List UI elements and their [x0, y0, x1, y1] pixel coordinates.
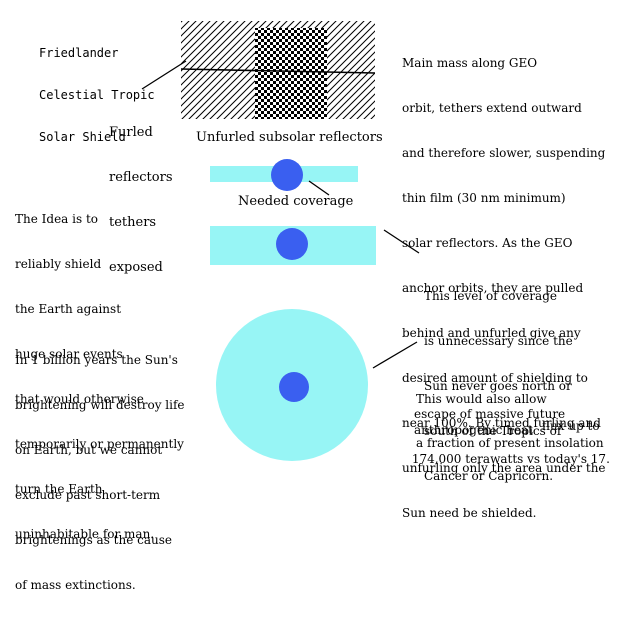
- diagram-artwork: [141, 21, 420, 461]
- billion-years-line: brightenings as the cause: [15, 533, 172, 547]
- coverage-unnecessary-line: Cancer or Capricorn.: [424, 469, 554, 483]
- heat-escape-line-2: escape of massive future: [414, 407, 566, 421]
- heat-escape-line-5: 174,000 terawatts vs today's 17.: [408, 452, 610, 466]
- idea-line: reliably shield: [15, 257, 102, 271]
- coverage-unnecessary-line: south of the Tropics of: [424, 424, 562, 438]
- furled-label-line: tethers: [109, 215, 157, 230]
- description-line: orbit, tethers extend outward: [402, 101, 582, 115]
- description-line: and therefore slower, suspending: [402, 146, 606, 160]
- furled-label-line: exposed: [109, 260, 163, 275]
- description-line: behind and unfurled give any: [402, 326, 581, 340]
- idea-line: the Earth against: [15, 302, 122, 316]
- title-line: Celestial Tropic: [39, 88, 155, 102]
- full-coverage-pointer: [372, 341, 418, 369]
- description-line: anchor orbits, they are pulled: [402, 281, 584, 295]
- tropics-coverage-pointer: [383, 229, 420, 254]
- description-line: thin film (30 nm minimum): [402, 191, 566, 205]
- billion-years-line: brightening will destroy life: [15, 398, 185, 412]
- title-line: Solar Shield: [39, 130, 126, 144]
- needed-coverage-pointer: [308, 180, 330, 196]
- diagram-title: Friedlander Celestial Tropic Solar Shiel…: [39, 18, 155, 172]
- earth-small-3: [279, 372, 309, 402]
- coverage-unnecessary-text: This level of coverage is unnecessary si…: [424, 259, 573, 514]
- description-line: unfurling only the area under the: [402, 461, 606, 475]
- description-line: solar reflectors. As the GEO: [402, 236, 573, 250]
- geo-orbit-line: [180, 68, 376, 74]
- idea-line: that would otherwise: [15, 392, 144, 406]
- unfurled-label: Unfurled subsolar reflectors: [196, 130, 383, 145]
- coverage-unnecessary-line: This level of coverage: [424, 289, 557, 303]
- needed-coverage-label: Needed coverage: [238, 194, 354, 209]
- heat-escape-line-4: a fraction of present insolation: [416, 436, 604, 450]
- earth-small-1: [271, 159, 303, 191]
- heat-escape-line-1: This would also allow: [416, 392, 547, 406]
- description-line: near 100%. By timed furling and: [402, 416, 601, 430]
- furled-label: Furled reflectors tethers exposed: [109, 95, 173, 305]
- earth-small-2: [276, 228, 308, 260]
- billion-years-line: In 1 billion years the Sun's: [15, 353, 178, 367]
- diagram-stage: Friedlander Celestial Tropic Solar Shiel…: [15, 18, 610, 592]
- billion-years-line: on Earth, but we cannot: [15, 443, 163, 457]
- title-line: Friedlander: [39, 46, 119, 60]
- furled-label-line: reflectors: [109, 170, 173, 185]
- billion-years-line: exclude past short-term: [15, 488, 161, 502]
- furled-label-line: Furled: [109, 125, 153, 140]
- description-line: Main mass along GEO: [402, 56, 538, 70]
- furled-pointer-line: [141, 60, 187, 90]
- coverage-unnecessary-line: Sun never goes north or: [424, 379, 572, 393]
- coverage-unnecessary-line: is unnecessary since the: [424, 334, 573, 348]
- heat-escape-line-3b: flux up to: [542, 419, 600, 433]
- unfurled-reflectors-checker: [255, 28, 327, 119]
- heat-escape-line-3: anthropogenic heat: [414, 423, 533, 437]
- billion-years-line: of mass extinctions.: [15, 578, 136, 592]
- description-line: desired amount of shielding to: [402, 371, 588, 385]
- idea-line: temporarily or permanently: [15, 437, 184, 451]
- idea-line: The Idea is to: [15, 212, 98, 226]
- billion-years-text: In 1 billion years the Sun's brightening…: [15, 323, 185, 623]
- idea-line: huge solar events: [15, 347, 123, 361]
